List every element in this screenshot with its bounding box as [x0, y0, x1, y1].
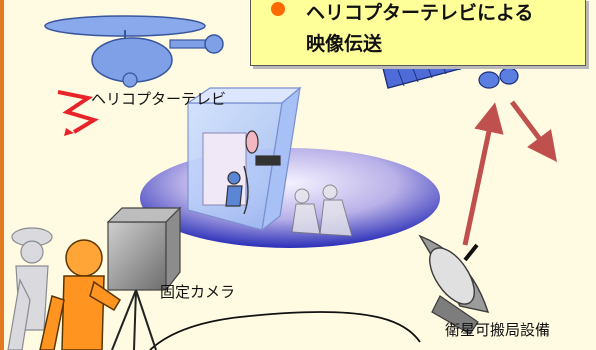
camera-cable	[149, 311, 421, 350]
fixed-camera-icon	[106, 206, 182, 350]
uplink-arrow	[462, 102, 504, 246]
downlink-arrow	[510, 100, 557, 162]
platform-ellipse	[140, 148, 440, 248]
camera-operator-figure	[39, 239, 122, 350]
left-accent-bar	[0, 0, 4, 350]
title-text: ヘリコプターテレビによる 映像伝送	[306, 0, 533, 60]
title-line-1: ヘリコプターテレビによる	[306, 2, 534, 24]
title-box	[250, 0, 586, 66]
helicopter-icon	[44, 15, 224, 88]
dish-antenna-icon	[418, 234, 490, 335]
seated-figures	[291, 184, 353, 237]
title-line-2: 映像伝送	[306, 33, 383, 55]
satellite-station-label: 衛星可搬局設備	[445, 321, 551, 339]
operator-figure	[225, 130, 281, 215]
fixed-camera-label: 固定カメラ	[160, 283, 236, 301]
helicopter-tv-label: ヘリコプターテレビ	[91, 90, 227, 108]
booth-icon	[186, 86, 302, 232]
title-bullet-icon	[271, 2, 285, 16]
lightning-icon	[57, 90, 99, 134]
grey-person-figure	[7, 227, 53, 350]
